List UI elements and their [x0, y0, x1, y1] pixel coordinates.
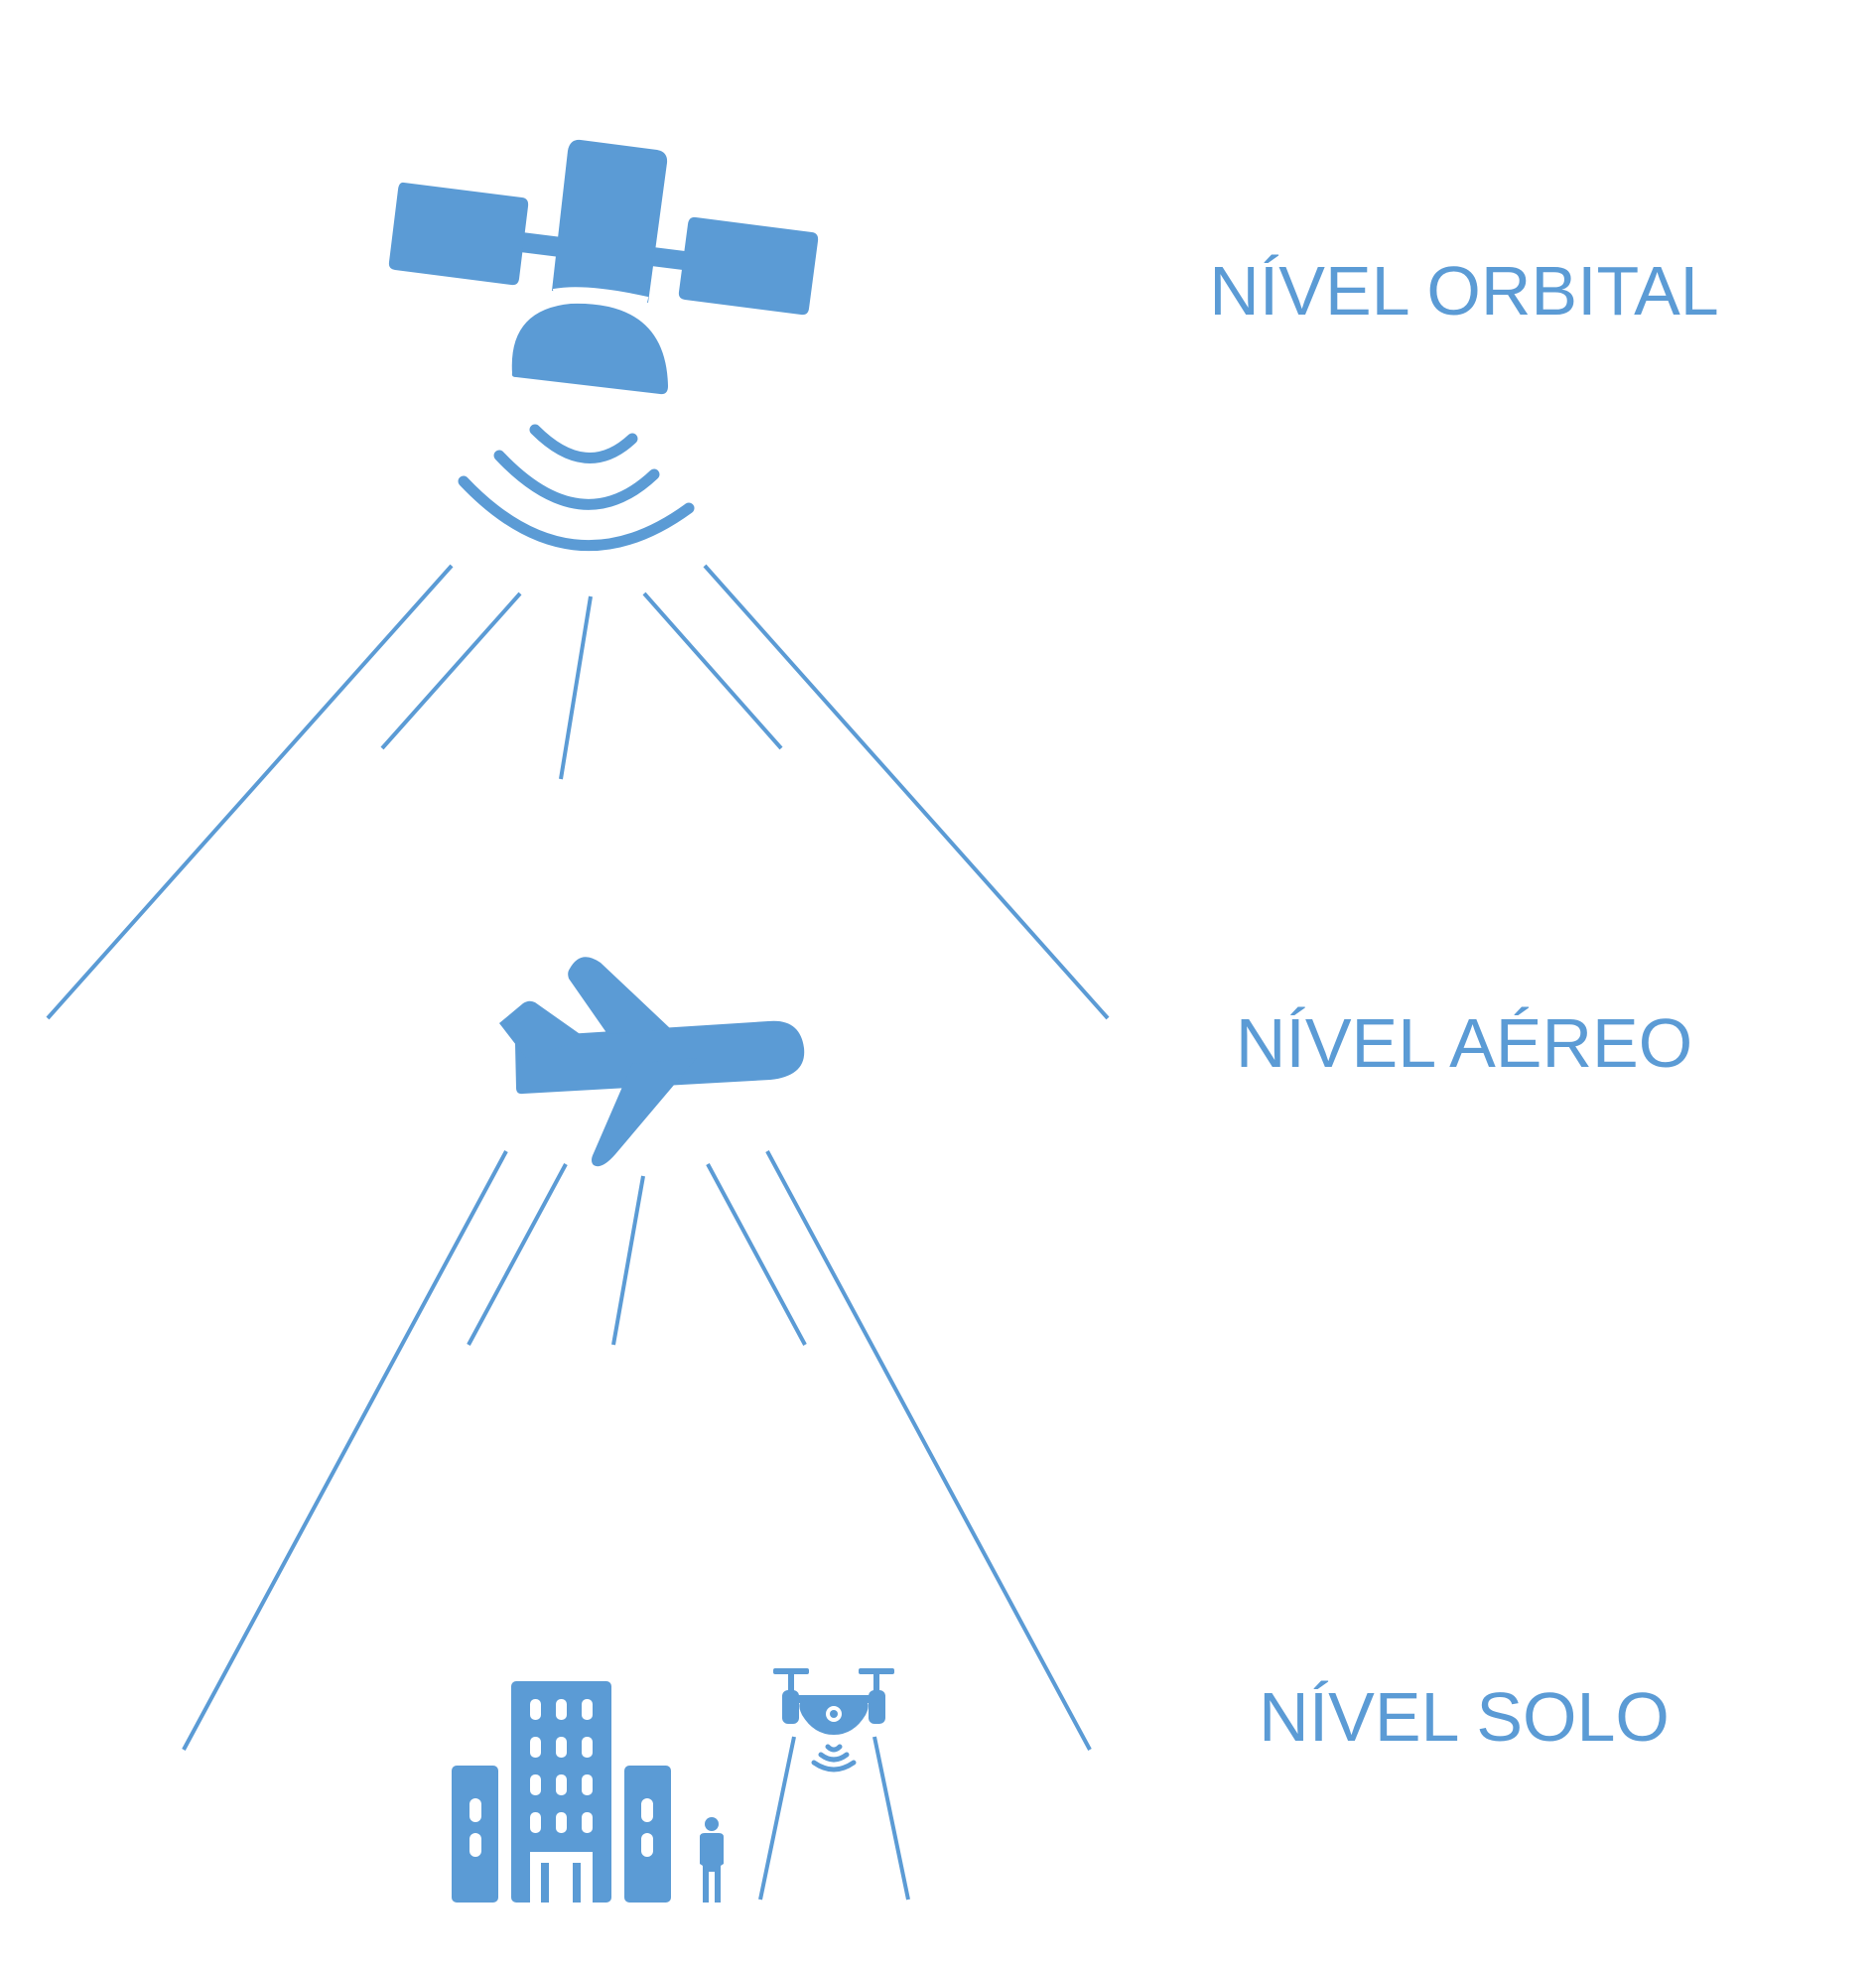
- drone-beam-lines: [758, 1736, 910, 1901]
- drone-signal-icon: [811, 1744, 857, 1772]
- orbital-level-label: NÍVEL ORBITAL: [1209, 252, 1718, 329]
- aerial-level-label: NÍVEL AÉREO: [1236, 1004, 1692, 1082]
- satellite-signal-icon: [458, 424, 695, 552]
- buildings-icon: [452, 1681, 671, 1903]
- airplane-icon: [499, 957, 805, 1167]
- airplane-beam-lines: [182, 1150, 1092, 1751]
- ground-level-label: NÍVEL SOLO: [1259, 1678, 1670, 1756]
- drone-icon: [773, 1668, 894, 1735]
- person-icon: [700, 1817, 724, 1903]
- satellite-icon: [388, 139, 819, 395]
- satellite-beam-lines: [46, 564, 1110, 1020]
